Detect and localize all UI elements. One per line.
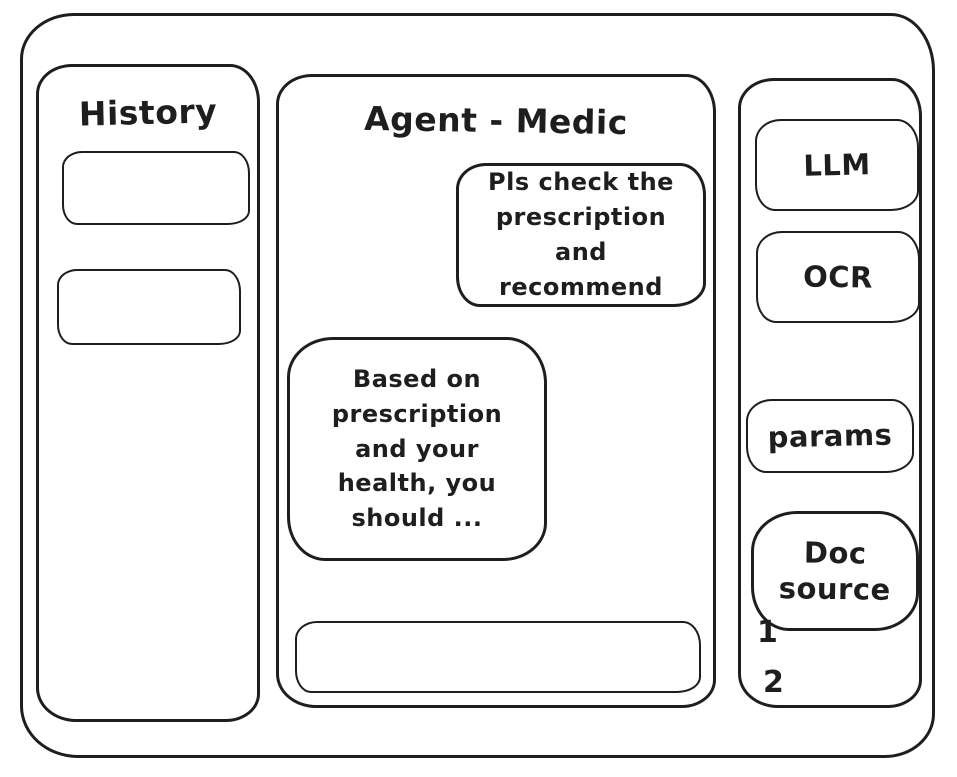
history-title: History [78,91,218,134]
user-message-bubble: Pls check the prescription and recommend [456,163,706,307]
history-panel: History [36,64,260,722]
history-item[interactable] [62,151,250,225]
assistant-message-bubble: Based on prescription and your health, y… [287,337,547,561]
history-item-label [64,153,248,223]
ocr-button-label: OCR [802,259,874,295]
chat-input-bar[interactable] [295,621,701,693]
doc-source-item-1[interactable]: 1 [757,615,779,650]
tools-panel: LLM OCR params Doc source 1 2 [738,78,922,708]
params-button-label: params [767,417,893,455]
doc-source-button[interactable]: Doc source [751,511,919,631]
llm-button[interactable]: LLM [755,119,919,211]
doc-source-item-2[interactable]: 2 [763,665,785,700]
doc-source-button-label: Doc source [778,535,891,607]
history-item-label [59,271,239,343]
user-message-text: Pls check the prescription and recommend [488,168,674,301]
history-item[interactable] [57,269,241,345]
assistant-message-text: Based on prescription and your health, y… [331,365,503,533]
chat-title: Agent - Medic [363,98,629,143]
ocr-button[interactable]: OCR [756,231,920,323]
params-button[interactable]: params [746,399,914,473]
chat-panel: Agent - Medic Pls check the prescription… [276,74,716,708]
chat-input[interactable] [297,623,699,691]
llm-button-label: LLM [802,147,872,183]
